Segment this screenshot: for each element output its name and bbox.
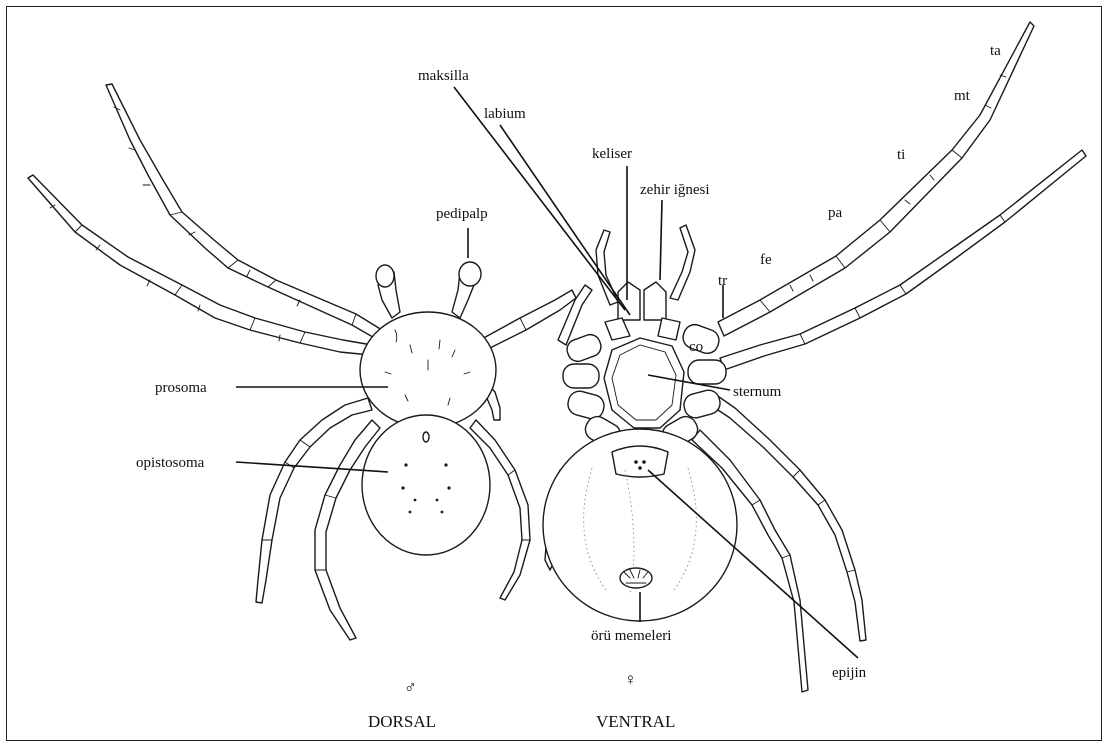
label-keliser: keliser [592,146,632,162]
caption-ventral: VENTRAL [596,712,675,731]
label-zehir-ignesi: zehir iğnesi [640,182,710,198]
label-ti: ti [897,147,905,163]
ventral-spider [543,22,1086,692]
label-tr: tr [718,273,727,289]
caption-dorsal: DORSAL [368,712,436,731]
label-epijin: epijin [832,665,867,681]
label-mt: mt [954,88,971,104]
ventral-sternum [604,338,684,428]
spinnerets [620,568,652,588]
female-symbol: ♀ [624,670,637,689]
label-labium: labium [484,106,526,122]
dorsal-spider [28,84,576,640]
label-sternum: sternum [733,384,782,400]
label-opistosoma: opistosoma [136,455,205,471]
label-pedipalp: pedipalp [436,206,488,222]
dorsal-opistosoma [362,415,490,555]
label-ta: ta [990,43,1001,59]
label-oru-memeleri: örü memeleri [591,628,671,644]
label-fe: fe [760,252,772,268]
label-pa: pa [828,205,843,221]
male-symbol: ♂ [404,678,417,697]
label-co: co [689,339,703,355]
ventral-mouthparts [596,225,695,340]
label-prosoma: prosoma [155,380,207,396]
leader-lines [236,87,858,658]
label-maksilla: maksilla [418,68,469,84]
dorsal-legs [28,84,382,640]
dorsal-pedipalps [376,262,481,318]
